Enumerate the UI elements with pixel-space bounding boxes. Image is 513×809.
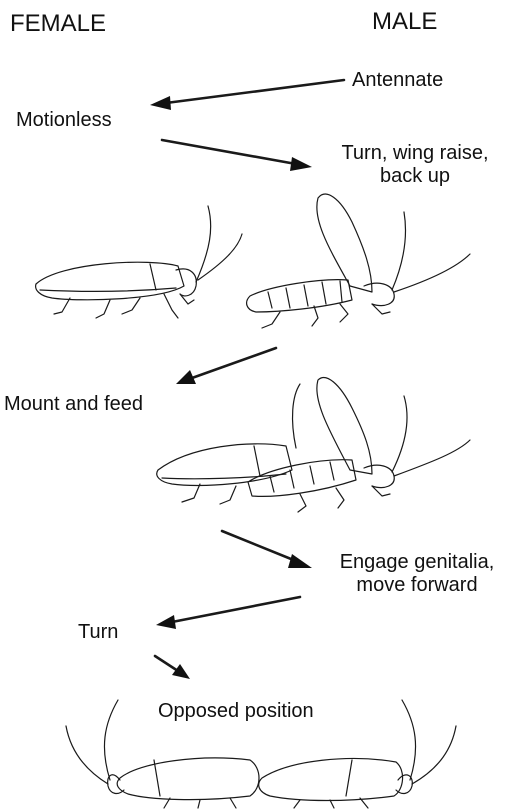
arrow-to-opposed-position — [155, 656, 190, 679]
arrow-to-engage-genitalia — [222, 531, 312, 568]
opposed-position-pair-drawing — [66, 700, 456, 808]
female-cockroach-drawing — [36, 206, 242, 318]
arrow-to-turn — [156, 597, 300, 629]
arrow-motionless-to-turn — [162, 140, 312, 171]
arrow-antennate-to-motionless — [150, 80, 344, 110]
mounting-pair-drawing — [157, 378, 470, 512]
male-cockroach-wing-raise-drawing — [247, 194, 470, 328]
arrow-to-mount-and-feed — [176, 348, 276, 384]
